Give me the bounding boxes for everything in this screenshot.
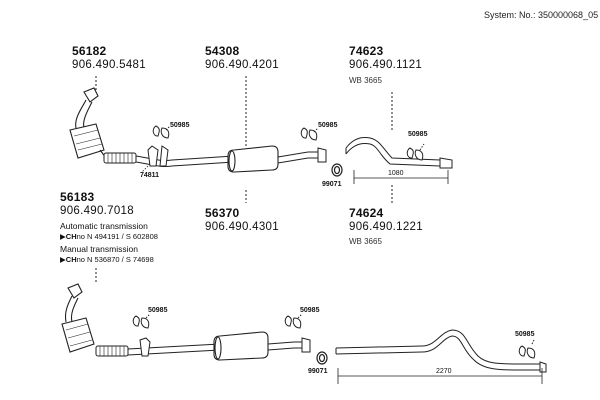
bottom-rubber-hanger-right (518, 339, 536, 359)
bottom-rubber-hanger-mid (284, 313, 303, 329)
bottom-middle-muffler (213, 331, 269, 361)
wb-number-74623: WB 3665 (349, 76, 382, 85)
leader-line (141, 165, 149, 173)
chassis-arrow-icon: ▶ (60, 255, 66, 264)
manual-transmission-note: Manual transmission (60, 244, 138, 254)
top-clamp-ring-99071 (331, 163, 343, 177)
chassis-arrow-icon: ▶ (60, 232, 66, 241)
oem-number-56370: 906.490.4301 (205, 221, 279, 233)
bottom-dimension-line (337, 368, 543, 384)
label-bottom-clamp-left: 50985 (148, 307, 168, 314)
part-number-54308: 54308 (205, 44, 240, 58)
chassis-ch-label: CH (65, 232, 77, 241)
top-rear-pipe (345, 137, 453, 169)
top-rubber-hanger-left (152, 125, 171, 139)
top-rubber-hanger-mid (300, 127, 319, 141)
label-top-99071: 99071 (322, 181, 342, 188)
label-top-clamp-mid: 50985 (318, 122, 338, 129)
top-catalytic-converter (69, 87, 111, 159)
part-number-74624: 74624 (349, 206, 384, 220)
oem-number-74624: 906.490.1221 (349, 221, 423, 233)
chassis-ch-label: CH (65, 255, 77, 264)
manual-chassis-range: ▶CHno N 536870 / S 74698 (60, 255, 154, 264)
part-number-56370: 56370 (205, 206, 240, 220)
label-top-clamp-left: 50985 (170, 122, 190, 129)
bottom-hanger-clamp (139, 337, 151, 357)
chassis-range-text: no N 494191 / S 602808 (76, 232, 158, 241)
label-bottom-clamp-right: 50985 (515, 331, 535, 338)
top-tail-pipe-front (277, 147, 327, 164)
oem-number-56183: 906.490.7018 (60, 205, 134, 217)
label-bottom-clamp-mid: 50985 (300, 307, 320, 314)
bottom-catalytic-converter (61, 283, 95, 353)
label-top-74811: 74811 (140, 172, 160, 179)
top-middle-muffler (227, 145, 279, 173)
top-rubber-hanger-right (406, 143, 425, 161)
top-dimension-line (353, 170, 449, 184)
chassis-range-text: no N 536870 / S 74698 (76, 255, 154, 264)
bottom-rubber-hanger-left (132, 313, 151, 329)
automatic-transmission-note: Automatic transmission (60, 221, 148, 231)
top-flex-pipe (103, 152, 137, 164)
bottom-tail-pipe-front (267, 337, 311, 353)
label-bottom-99071: 99071 (308, 368, 328, 375)
system-number: System: No.: 350000068_05 (484, 10, 599, 20)
part-number-74623: 74623 (349, 44, 384, 58)
wb-number-74624: WB 3665 (349, 237, 382, 246)
label-top-dimension: 1080 (388, 170, 404, 177)
oem-number-56182: 906.490.5481 (72, 59, 146, 71)
top-hanger-clamp (147, 145, 169, 167)
label-top-clamp-right: 50985 (408, 131, 428, 138)
label-bottom-dimension: 2270 (436, 368, 452, 375)
bottom-rear-pipe (335, 329, 547, 373)
bottom-clamp-ring-99071 (316, 351, 328, 365)
part-number-56182: 56182 (72, 44, 107, 58)
oem-number-74623: 906.490.1121 (349, 59, 423, 71)
oem-number-54308: 906.490.4201 (205, 59, 279, 71)
automatic-chassis-range: ▶CHno N 494191 / S 602808 (60, 232, 158, 241)
bottom-flex-pipe (95, 345, 129, 357)
part-number-56183: 56183 (60, 190, 95, 204)
